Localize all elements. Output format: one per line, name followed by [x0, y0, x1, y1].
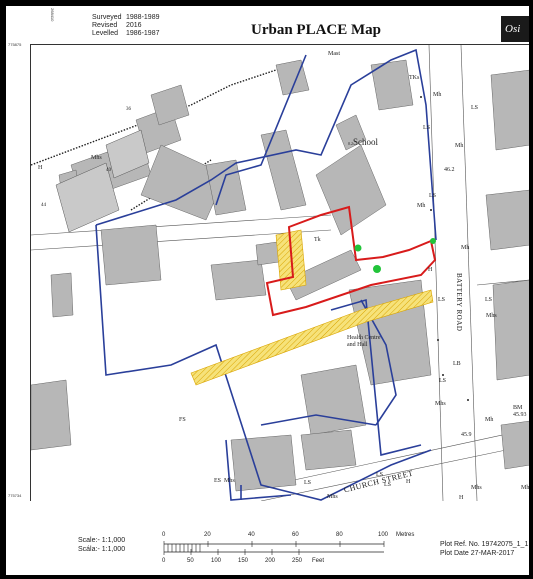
label-house-40: 40: [106, 168, 111, 173]
label-mhs-east: Mhs: [486, 313, 497, 319]
label-house-44: 44: [41, 203, 46, 208]
map-footer: Scale:- 1:1,000 Scála:- 1:1,000: [6, 500, 529, 575]
metre-tick-0: 0: [162, 532, 166, 538]
metres-unit: Metres: [396, 532, 415, 538]
label-tk: Tk: [314, 237, 321, 243]
label-mast: Mast: [328, 51, 340, 57]
plot-ref: Plot Ref. No. 19742075_1_1: [440, 541, 529, 548]
label-ls-bottom: LS: [304, 480, 312, 486]
site-boundary: [265, 205, 437, 317]
northing-bottom: 775734: [8, 493, 22, 498]
label-and-hall: and Hall: [347, 342, 368, 348]
label-ls-right: LS: [471, 105, 479, 111]
site-markers: [354, 238, 436, 273]
label-spot-459: 45.9: [461, 432, 472, 438]
scale-bar: [163, 541, 385, 555]
label-mhs-bottom: Mhs: [224, 478, 235, 484]
osi-logo: Osi: [501, 16, 529, 42]
metre-tick-40: 40: [248, 532, 255, 538]
label-mhs-church2: Mhs: [471, 485, 482, 491]
plot-date: Plot Date 27-MAR-2017: [440, 550, 515, 557]
feet-tick-200: 200: [265, 558, 276, 564]
label-ls-road: LS: [438, 297, 446, 303]
feet-tick-0: 0: [162, 558, 166, 564]
map-drawing: [31, 45, 529, 501]
label-mhs-lower: Mhs: [435, 401, 446, 407]
label-mh-church: Mh: [521, 485, 529, 491]
label-mh-road: Mh: [461, 245, 470, 251]
scale-ratio: Scale:- 1:1,000 Scála:- 1:1,000: [78, 537, 126, 553]
feet-tick-50: 50: [187, 558, 194, 564]
metre-tick-20: 20: [204, 532, 211, 538]
feet-tick-100: 100: [211, 558, 222, 564]
feet-unit: Feet: [312, 558, 325, 564]
label-mh-lower: Mh: [485, 417, 494, 423]
label-ls: LS: [423, 125, 431, 131]
label-ls-church: LS: [376, 472, 384, 478]
label-mhs-church: Mhs: [327, 494, 338, 500]
label-h-mid: H: [428, 267, 433, 273]
ownership-boundary: [95, 48, 437, 501]
railway-boundary: [31, 64, 292, 166]
label-mhs: Mhs: [91, 155, 102, 161]
label-fs: FS: [179, 417, 186, 423]
metre-tick-80: 80: [336, 532, 343, 538]
survey-points: [420, 96, 469, 401]
feet-tick-150: 150: [238, 558, 249, 564]
label-ls-lower: LS: [439, 378, 447, 384]
label-battery-road: BATTERY ROAD: [455, 273, 463, 332]
buildings: [31, 59, 529, 492]
easting-top: 268410: [50, 8, 55, 22]
label-tks: TKs: [409, 75, 420, 81]
map-title: Urban PLACE Map: [251, 22, 382, 38]
metre-tick-60: 60: [292, 532, 299, 538]
label-ls-mid: LS: [429, 193, 437, 199]
terrace-houses: [55, 129, 150, 233]
plot-info: Plot Ref. No. 19742075_1_1 Plot Date 27-…: [440, 540, 528, 558]
label-lb: LB: [453, 361, 461, 367]
northing-top: 775875: [8, 42, 22, 47]
feet-tick-250: 250: [292, 558, 303, 564]
metre-tick-100: 100: [378, 532, 389, 538]
label-es: ES: [214, 478, 222, 484]
label-school: 0.2School: [348, 137, 379, 147]
access-lane: [190, 289, 434, 386]
label-mh-school: Mh: [455, 143, 464, 149]
label-h-left: H: [38, 165, 43, 171]
label-house-36: 36: [126, 107, 131, 112]
label-ls-bottom2: LS: [384, 482, 392, 488]
label-h-church: H: [459, 495, 464, 501]
map-area: Mast TKs Mh LS LS 0.2School Mh Mhs H 36 …: [30, 44, 529, 501]
label-bm: BM: [513, 405, 523, 411]
label-spot-462: 46.2: [444, 167, 455, 173]
label-mh: Mh: [433, 92, 442, 98]
label-bm-value: 45.93: [513, 412, 527, 418]
label-health-centre: Health Centre: [347, 335, 381, 341]
label-ls-east: LS: [485, 297, 493, 303]
road-lines: [31, 45, 529, 501]
label-h-bottom: H: [406, 479, 411, 485]
label-mh-mid: Mh: [417, 203, 426, 209]
